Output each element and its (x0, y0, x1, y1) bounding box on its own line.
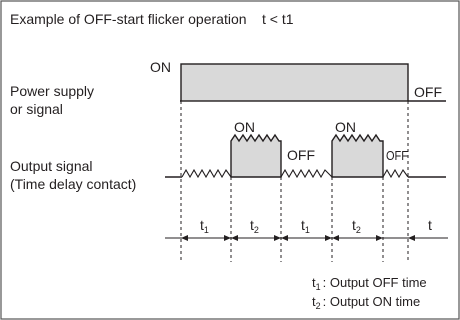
output-on-pulse-1 (230, 133, 282, 178)
output-on-label-2: ON (335, 119, 356, 135)
output-on-pulse-2 (331, 133, 384, 178)
legend-item-on-time: t2: Output ON time (312, 294, 420, 311)
output-on-label-1: ON (234, 119, 255, 135)
power-on-label: ON (150, 59, 171, 75)
condition-label: t < t1 (262, 11, 294, 27)
arrowhead-3-left (281, 235, 288, 241)
legend-item-off-time: t1: Output OFF time (312, 275, 427, 292)
interval-label-2: t2 (250, 217, 259, 235)
arrowhead-1-left (181, 235, 188, 241)
interval-arrowheads (181, 235, 415, 241)
arrowhead-2-left (231, 235, 238, 241)
output-label-line1: Output signal (10, 158, 93, 174)
interval-label-3: t1 (301, 217, 310, 235)
arrowhead-3-right (325, 235, 332, 241)
power-off-label: OFF (414, 84, 442, 100)
power-label-line1: Power supply (10, 83, 94, 99)
arrowhead-1-right (224, 235, 231, 241)
output-off-label-2: OFF (386, 149, 408, 163)
arrowhead-4-right (376, 235, 383, 241)
arrowhead-5-left (408, 235, 415, 241)
diagram-title: Example of OFF-start flicker operation (10, 11, 247, 27)
arrowhead-2-right (274, 235, 281, 241)
interval-label-1: t1 (200, 217, 209, 235)
flicker-zigzag-off-3 (382, 168, 409, 179)
power-label-line2: or signal (10, 101, 63, 117)
output-off-label-1: OFF (287, 147, 315, 163)
interval-label-4: t2 (352, 217, 361, 235)
flicker-zigzag-off-1 (181, 168, 232, 179)
power-on-pulse (180, 63, 409, 102)
arrowhead-4-left (332, 235, 339, 241)
interval-label-5: t (428, 217, 432, 233)
output-label-line2: (Time delay contact) (10, 176, 136, 192)
flicker-zigzag-off-2 (280, 168, 333, 179)
